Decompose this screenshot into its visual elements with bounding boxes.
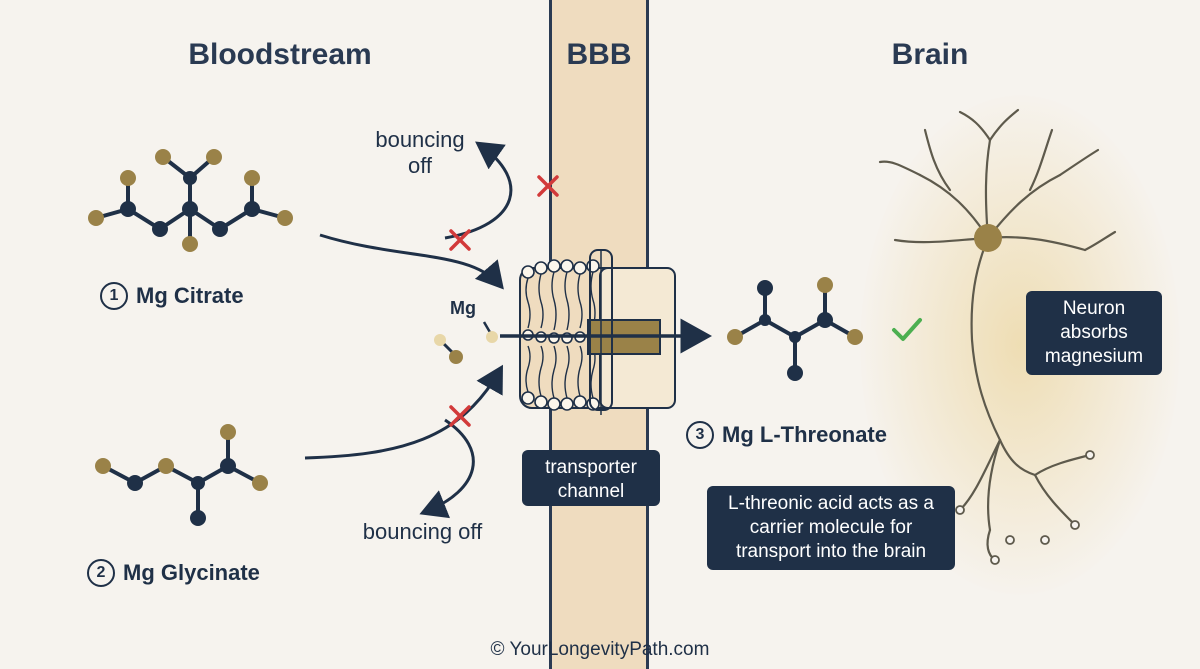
- neuron-terminals: [955, 450, 1095, 565]
- number-badge: 3: [686, 421, 714, 449]
- carrier-line2: carrier molecule for: [749, 517, 913, 538]
- heading-bloodstream: Bloodstream: [188, 38, 372, 71]
- membrane-transporter: [519, 249, 676, 415]
- neuron-absorbs-box: Neuron absorbs magnesium: [1026, 291, 1162, 375]
- mg-glycinate-molecule: [102, 432, 261, 515]
- neuron: [878, 108, 1117, 562]
- neuron-line3: magnesium: [1044, 346, 1144, 367]
- footer-credit: © YourLongevityPath.com: [490, 639, 710, 660]
- mg-citrate-atoms: [88, 149, 293, 252]
- neuron-line1: Neuron: [1062, 298, 1126, 319]
- bouncing-off-top-line1: bouncing: [375, 127, 465, 152]
- glycinate-bounce-arrow: [419, 418, 475, 519]
- neuron-line2: absorbs: [1060, 322, 1128, 343]
- carrier-line1: L-threonic acid acts as a: [728, 493, 934, 514]
- bouncing-off-bottom: bouncing off: [362, 519, 483, 544]
- glycinate-approach-arrow: [304, 364, 503, 460]
- citrate-approach-arrow: [319, 233, 504, 290]
- neuron-nucleus: [974, 224, 1002, 252]
- label-mg-citrate: 1 Mg Citrate: [100, 282, 244, 310]
- bouncing-off-top: bouncing off: [355, 127, 485, 179]
- cross-icon: [449, 175, 559, 427]
- carrier-molecule-box: L-threonic acid acts as a carrier molecu…: [707, 486, 955, 570]
- carrier-line3: transport into the brain: [735, 541, 927, 562]
- number-badge: 2: [87, 559, 115, 587]
- mg-label: Mg: [450, 298, 476, 318]
- heading-brain: Brain: [891, 38, 969, 71]
- bouncing-off-top-line2: off: [407, 153, 433, 178]
- number-badge: 1: [100, 282, 128, 310]
- transporter-line1: transporter: [545, 457, 637, 478]
- mg-l-threonate-atoms: [727, 277, 863, 381]
- heading-bbb: BBB: [566, 38, 632, 71]
- mg-citrate-molecule: [95, 155, 286, 240]
- mg-glycinate-text: Mg Glycinate: [123, 560, 260, 585]
- label-mg-l-threonate: 3 Mg L-Threonate: [686, 421, 887, 449]
- transporter-line2: channel: [557, 481, 625, 502]
- mg-glycinate-atoms: [95, 424, 268, 526]
- mg-atoms: [434, 321, 498, 364]
- label-mg-glycinate: 2 Mg Glycinate: [87, 559, 260, 587]
- transporter-channel-box: transporter channel: [522, 450, 660, 506]
- mg-citrate-text: Mg Citrate: [136, 283, 244, 308]
- check-icon: [892, 318, 922, 341]
- mg-l-threonate-molecule: [734, 287, 856, 370]
- mg-l-threonate-text: Mg L-Threonate: [722, 422, 887, 447]
